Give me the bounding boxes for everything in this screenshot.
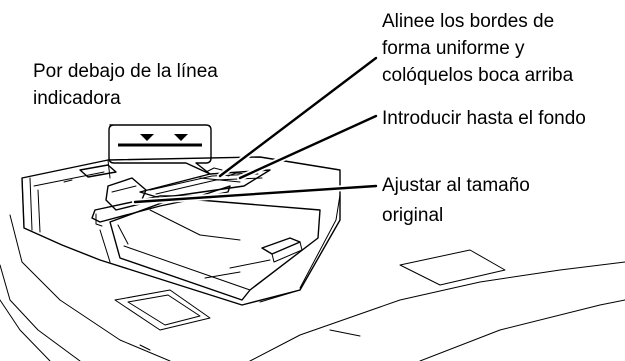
adjust-size-label-line2: original (382, 205, 444, 226)
adjust-size-label-line1: Ajustar al tamaño (382, 175, 530, 196)
fill-line-callout (108, 124, 212, 175)
copier-base (0, 214, 625, 361)
under-line-label-line1: Por debajo de la línea (33, 61, 218, 82)
leader-lines (132, 55, 379, 205)
feeder-body (21, 156, 341, 306)
align-edges-label-line3: colóquelos boca arriba (382, 65, 574, 86)
output-tray (109, 197, 321, 301)
align-edges-label-line1: Alinee los bordes de (382, 11, 555, 32)
under-line-label-line2: indicadora (33, 88, 121, 109)
align-edges-label-line2: forma uniforme y (382, 38, 525, 59)
down-triangle-icon (174, 134, 188, 141)
down-triangle-icon (140, 134, 154, 141)
insert-bottom-label: Introducir hasta el fondo (382, 108, 586, 129)
